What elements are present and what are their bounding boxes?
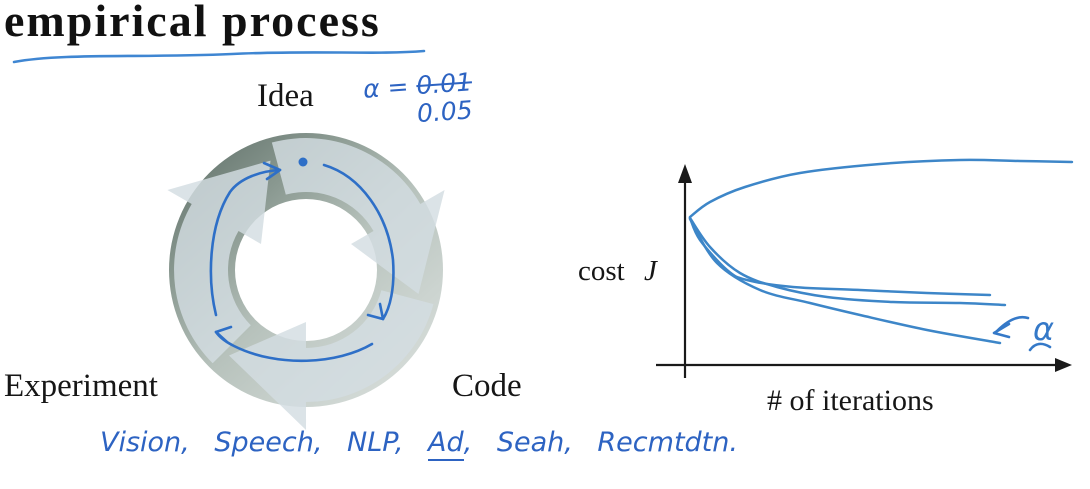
x-axis-label: # of iterations — [767, 384, 934, 417]
cycle-label-experiment: Experiment — [4, 368, 158, 404]
app-word-vision: Vision — [100, 427, 182, 458]
cost-curves — [688, 158, 1074, 345]
alpha-curve-annotation — [992, 315, 1052, 352]
title-underline-stroke — [12, 49, 426, 64]
cycle-sketch-arrows — [209, 157, 395, 363]
sketch-curve-diverging-large-alpha — [688, 158, 1074, 219]
alpha-curve-label: α — [1033, 310, 1054, 348]
alpha-squiggle-underline — [1028, 342, 1052, 352]
comma: , — [394, 427, 404, 458]
app-word-ad: Ad — [428, 427, 464, 461]
app-word-search: Seah — [496, 427, 565, 458]
cycle-label-idea: Idea — [257, 78, 314, 114]
cycle-diagram — [167, 110, 471, 440]
cost-chart: α cost J # of iterations — [578, 158, 1074, 417]
cycle-sketch-dot — [298, 157, 308, 167]
period: . — [729, 427, 738, 458]
page-title: empirical process — [4, 0, 381, 46]
alpha-revised-value: 0.05 — [415, 94, 474, 128]
alpha-equals: α = — [362, 71, 410, 104]
alpha-arrow-head — [992, 322, 1011, 339]
y-axis-arrowhead — [678, 164, 692, 183]
sketch-curve-slow-small-alpha — [688, 217, 1002, 345]
app-word-speech: Speech — [214, 427, 314, 458]
cycle-sketch-arc-right — [322, 163, 395, 321]
cycle-label-code: Code — [452, 368, 522, 404]
y-axis-label-var: J — [644, 255, 658, 287]
comma: , — [564, 427, 573, 458]
sketch-curve-converging-b — [688, 216, 1007, 307]
y-axis-label-word: cost — [578, 255, 625, 287]
cycle-sketch-arc-right-head — [366, 302, 385, 321]
app-word-recommendation: Recmtdtn — [597, 427, 730, 458]
cycle-sketch-arc-bottom-head — [214, 325, 233, 344]
cycle-sketch-arc-left — [209, 168, 282, 317]
app-word-nlp: NLP — [347, 427, 395, 458]
applications-note: Vision, Speech, NLP, Ad, Seah, Recmtdtn. — [100, 427, 739, 461]
learning-rate-annotation: α = 0.01 0.05 — [362, 67, 475, 130]
x-axis-arrowhead — [1055, 358, 1072, 372]
title-underline — [12, 49, 426, 64]
comma: , — [181, 427, 190, 458]
sketch-curve-converging-a — [688, 216, 992, 297]
cycle-sketch-arc-left-head — [262, 161, 282, 181]
chart-axes — [656, 180, 1057, 378]
comma: , — [313, 427, 323, 458]
comma: , — [463, 427, 473, 458]
